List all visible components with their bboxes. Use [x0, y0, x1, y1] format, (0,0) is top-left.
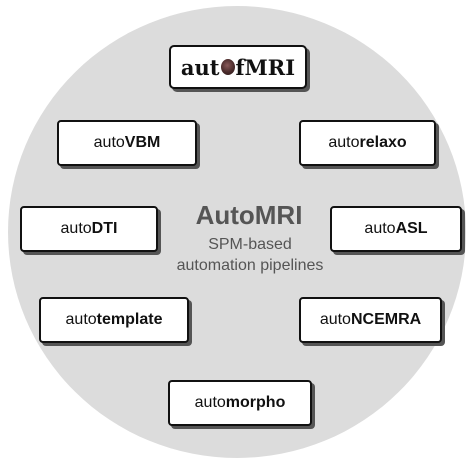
module-name: ASL — [395, 220, 428, 237]
center-title: AutoMRI — [195, 200, 303, 230]
module-prefix: auto — [60, 220, 92, 237]
module-prefix: auto — [328, 134, 360, 151]
module-name: VBM — [124, 134, 161, 151]
module-name: NCEMRA — [350, 311, 422, 328]
module-prefix: auto — [194, 394, 226, 411]
center-subtitle: SPM-based automation pipelines — [150, 234, 350, 276]
module-name: template — [96, 311, 163, 328]
subtitle-line-1: SPM-based — [208, 236, 292, 253]
logo-suffix: fMRI — [235, 54, 296, 80]
module-prefix: auto — [319, 311, 351, 328]
module-prefix: auto — [93, 134, 125, 151]
logo-prefix: aut — [180, 54, 220, 80]
module-name: DTI — [91, 220, 118, 237]
module-name: morpho — [225, 394, 286, 411]
module-prefix: auto — [364, 220, 396, 237]
brain-icon — [220, 59, 235, 75]
module-prefix: auto — [65, 311, 97, 328]
module-name: relaxo — [359, 134, 407, 151]
subtitle-line-2: automation pipelines — [176, 257, 324, 274]
